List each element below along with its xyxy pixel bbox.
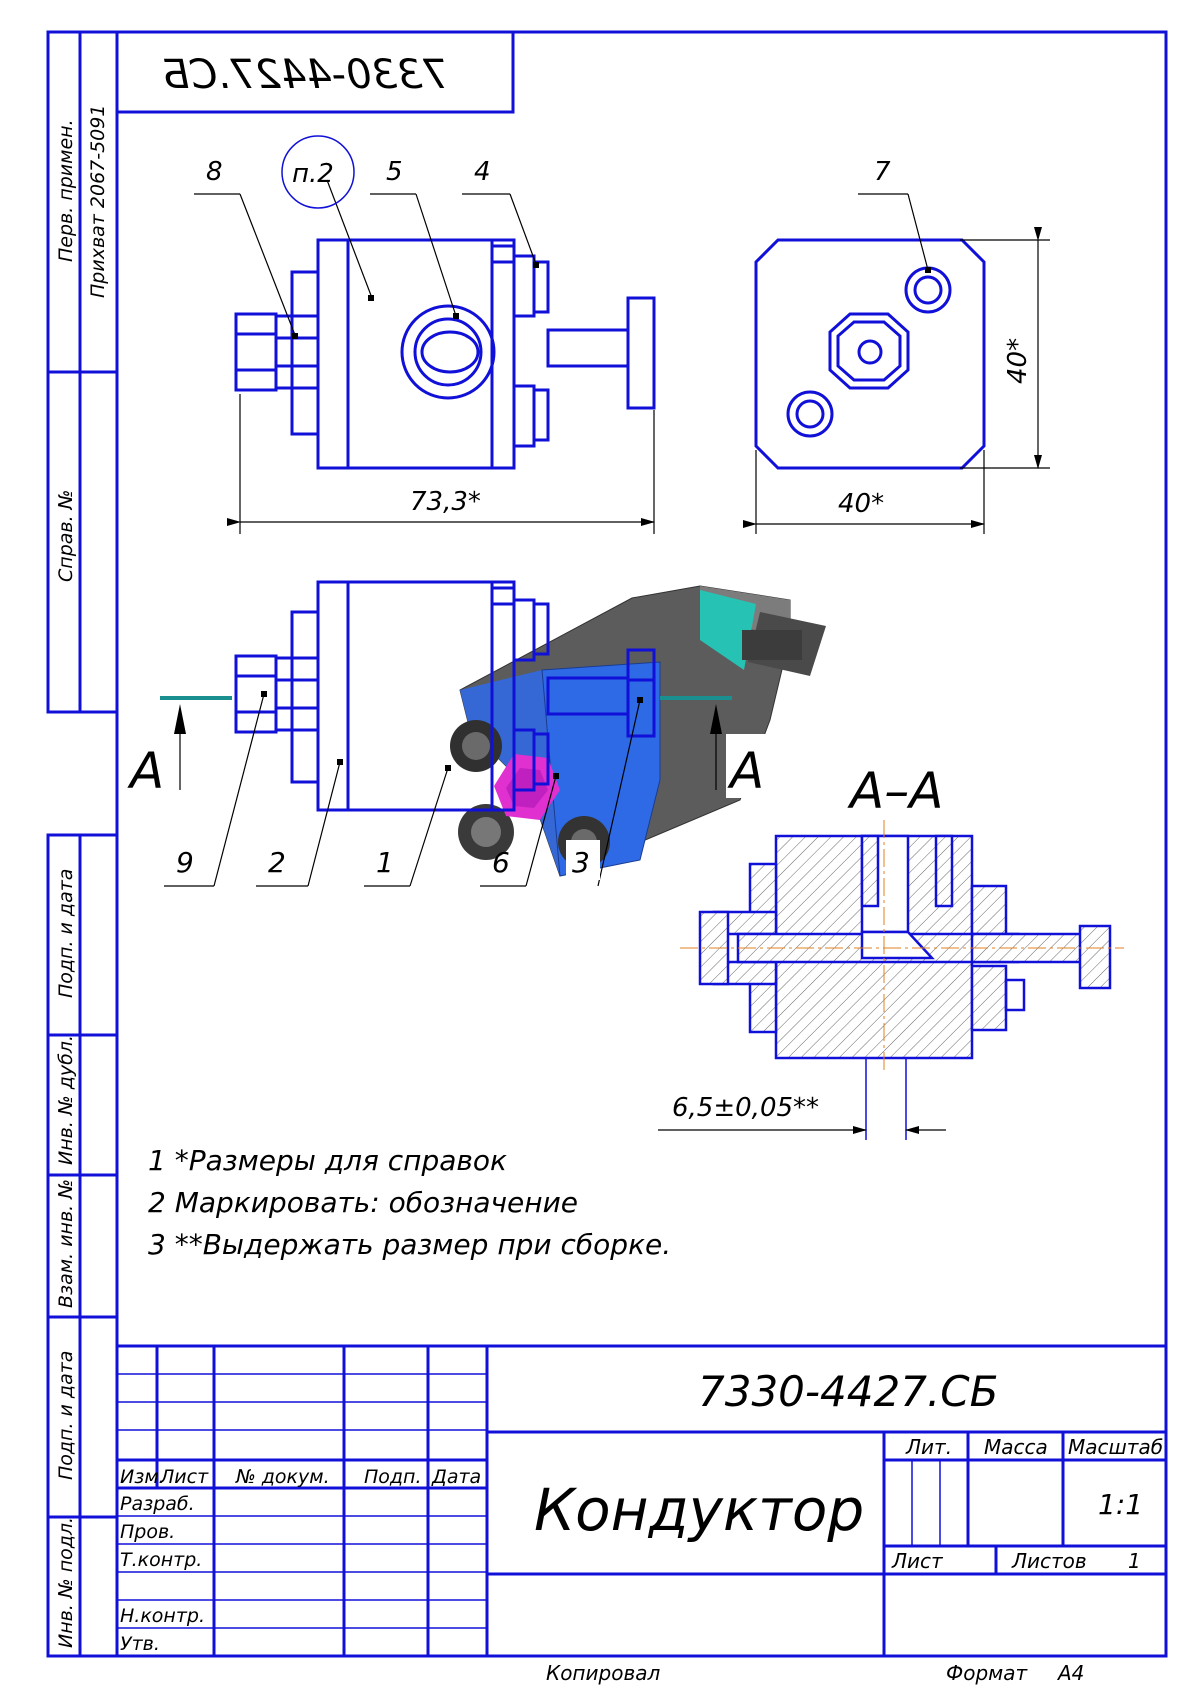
note-1: 1 *Размеры для справок	[148, 1144, 507, 1177]
frame-footer: Копировал Формат А4	[546, 1661, 1084, 1685]
section-title: А–А	[847, 762, 943, 820]
top-callouts: 8 п.2 5 4	[206, 157, 491, 189]
header-list: Лист	[159, 1466, 209, 1488]
header-podp: Подп.	[364, 1466, 422, 1488]
callout-p2: п.2	[292, 159, 334, 189]
dim-6-5: 6,5±0,05**	[672, 1093, 819, 1123]
scale-value: 1:1	[1098, 1488, 1143, 1521]
section-label-left: А	[127, 742, 164, 800]
format-label: Формат	[946, 1661, 1028, 1685]
sprav-no-label: Справ. №	[55, 490, 77, 582]
dimension-section: 6,5±0,05**	[658, 1093, 946, 1134]
callout-5: 5	[386, 157, 403, 187]
sheets-label: Листов	[1011, 1549, 1087, 1573]
bottom-leaders	[164, 691, 643, 887]
copied-label: Копировал	[546, 1661, 660, 1685]
iso-model	[450, 585, 826, 877]
note-2: 2 Маркировать: обозначение	[148, 1186, 578, 1219]
callout-2: 2	[268, 846, 286, 879]
stamp-right: Лит. Масса Масштаб 1:1 Лист Листов 1	[891, 1435, 1163, 1573]
header-izm: Изм.	[120, 1466, 165, 1488]
section-line: А А	[127, 696, 768, 800]
perv-primen-label: Перв. примен.	[55, 119, 77, 262]
callout-9: 9	[176, 846, 194, 879]
role-utv: Утв.	[120, 1633, 160, 1655]
section-label-right: А	[727, 742, 764, 800]
notes: 1 *Размеры для справок 2 Маркировать: об…	[148, 1144, 671, 1261]
dim-40-bottom: 40*	[838, 489, 884, 519]
callout-8: 8	[206, 157, 223, 187]
callout-6: 6	[492, 846, 510, 879]
role-nkontr: Н.контр.	[120, 1605, 205, 1627]
title-block	[115, 1344, 1168, 1658]
format-value: А4	[1056, 1661, 1084, 1685]
bottom-callouts: 9 2 1 6 3	[176, 846, 590, 879]
front-view	[234, 238, 656, 470]
stamp-headers: Изм. Лист № докум. Подп. Дата	[120, 1466, 481, 1488]
dimension-width-left: 73,3*	[227, 394, 655, 534]
primen-value: Прихват 2067-5091	[87, 105, 109, 298]
inv-podl-label: Инв. № подл.	[55, 1517, 77, 1648]
middle-view	[234, 580, 656, 812]
podp-data-2-label: Подп. и дата	[55, 1351, 77, 1480]
litera-label: Лит.	[905, 1435, 952, 1459]
drawing-title: Кондуктор	[534, 1476, 864, 1544]
dim-40-vertical: 40*	[1003, 338, 1033, 384]
top-leaders	[194, 135, 539, 339]
header-doc: № докум.	[235, 1466, 330, 1488]
vzam-inv-label: Взам. инв. №	[55, 1179, 77, 1308]
stamp-roles: Разраб. Пров. Т.контр. Н.контр. Утв.	[120, 1493, 205, 1655]
designation: 7330-4427.СБ	[698, 1367, 998, 1416]
mass-label: Масса	[984, 1435, 1048, 1459]
callout-7: 7	[874, 157, 891, 187]
top-code-mirrored: 7330-4427.СБ	[162, 52, 448, 98]
header-data: Дата	[431, 1466, 481, 1488]
sheets-value: 1	[1128, 1549, 1141, 1573]
callout-4: 4	[474, 157, 491, 187]
dimension-right: 40* 40*	[743, 227, 1050, 534]
role-prov: Пров.	[120, 1521, 175, 1543]
note-3: 3 **Выдержать размер при сборке.	[148, 1228, 671, 1261]
section-view	[680, 820, 1124, 1140]
podp-data-1-label: Подп. и дата	[55, 869, 77, 998]
role-razrab: Разраб.	[120, 1493, 195, 1515]
side-stamp: Перв. примен. Прихват 2067-5091 Справ. №…	[55, 105, 109, 1648]
callout-1: 1	[376, 846, 394, 879]
scale-label: Масштаб	[1068, 1435, 1163, 1459]
sheet-label: Лист	[891, 1549, 944, 1573]
inv-dubl-label: Инв. № дубл.	[55, 1035, 77, 1165]
role-tkontr: Т.контр.	[120, 1549, 202, 1571]
callout-3: 3	[572, 846, 590, 879]
side-view: 7	[754, 157, 986, 470]
dim-73-3: 73,3*	[410, 487, 481, 517]
